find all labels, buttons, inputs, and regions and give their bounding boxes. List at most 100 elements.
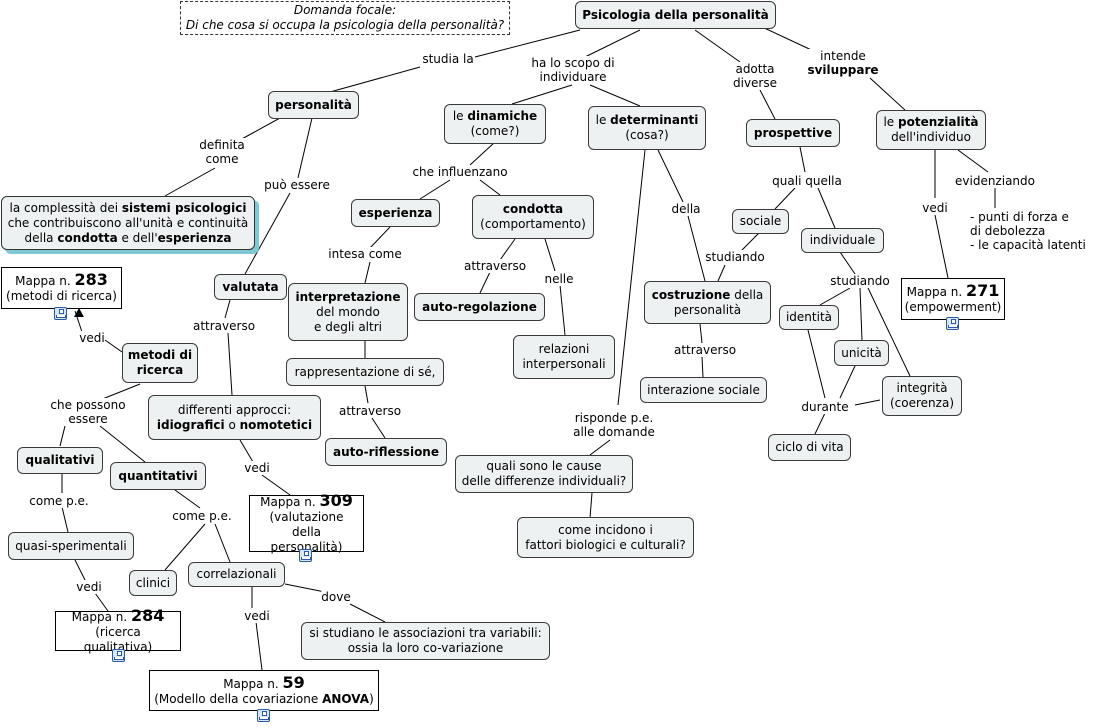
node-determinanti-sub: (cosa?) [625, 128, 669, 142]
node-clinici[interactable]: clinici [129, 570, 177, 596]
map-284[interactable]: Mappa n. 284 (ricerca qualitativa) [55, 607, 181, 654]
node-cause-l2: delle differenze individuali? [461, 474, 627, 488]
link-possono-1: che possono [50, 398, 126, 412]
node-esperienza[interactable]: esperienza [351, 199, 440, 227]
link-attraverso-4: attraverso [673, 343, 737, 357]
node-relazioni[interactable]: relazioni interpersonali [513, 335, 615, 379]
node-identita[interactable]: identità [779, 305, 839, 330]
link-durante: durante [801, 400, 849, 414]
node-associazioni[interactable]: si studiano le associazioni tra variabil… [301, 622, 550, 660]
node-ciclo-label: ciclo di vita [775, 440, 844, 454]
node-esperienza-label: esperienza [358, 205, 433, 220]
map-309-sub1: (valutazione della [269, 509, 344, 539]
node-sociale-label: sociale [739, 214, 782, 228]
node-fattori-l1: come incidono i [558, 522, 653, 537]
text-punti-l2: di debolezza [970, 224, 1046, 238]
map-309-link-icon[interactable] [299, 549, 312, 562]
map-59-sub-b: ANOVA [322, 691, 370, 706]
node-ciclo[interactable]: ciclo di vita [768, 434, 851, 461]
link-intesa: intesa come [328, 247, 402, 261]
node-relazioni-l1: relazioni [538, 342, 590, 356]
map-59-link-icon[interactable] [257, 709, 270, 722]
node-integrita[interactable]: integrità (coerenza) [882, 376, 962, 416]
node-valutata-label: valutata [222, 279, 279, 294]
link-evidenziando: evidenziando [955, 174, 1035, 188]
node-individuale-label: individuale [809, 233, 876, 247]
node-interazione[interactable]: interazione sociale [640, 377, 767, 403]
link-quali: quali quella [772, 174, 842, 188]
map-284-sub: (ricerca qualitativa) [83, 624, 153, 654]
link-scopo-2: individuare [539, 70, 607, 84]
node-relazioni-l2: interpersonali [522, 357, 606, 371]
node-condotta-sub: (comportamento) [480, 217, 586, 231]
link-puo: può essere [264, 178, 330, 192]
map-309-pre: Mappa n. [260, 494, 320, 509]
focal-question-text: Di che cosa si occupa la psicologia dell… [185, 18, 505, 32]
node-unicita[interactable]: unicità [834, 340, 889, 366]
root-node[interactable]: Psicologia della personalità [575, 1, 776, 29]
node-personalita[interactable]: personalità [268, 91, 359, 119]
link-adotta: adotta diverse [732, 62, 778, 90]
node-cause[interactable]: quali sono le cause delle differenze ind… [455, 455, 633, 493]
node-interazione-label: interazione sociale [647, 382, 760, 397]
node-sociale[interactable]: sociale [732, 209, 789, 234]
node-prospettive[interactable]: prospettive [746, 119, 840, 147]
node-condotta[interactable]: condotta (comportamento) [472, 195, 594, 239]
node-individuale[interactable]: individuale [801, 228, 884, 253]
focal-question: Domanda focale: Di che cosa si occupa la… [180, 1, 510, 35]
node-interpretazione[interactable]: interpretazione del mondo e degli altri [288, 283, 408, 341]
node-costruzione[interactable]: costruzione della personalità [644, 281, 771, 324]
map-59-pre: Mappa n. [223, 676, 283, 691]
node-correlazionali[interactable]: correlazionali [188, 562, 285, 587]
node-autoregolazione[interactable]: auto-regolazione [414, 293, 545, 321]
node-cause-l1: quali sono le cause [486, 459, 602, 473]
node-rappresentazione[interactable]: rappresentazione di sé, [286, 358, 444, 386]
node-autoriflessione-label: auto-riflessione [333, 444, 439, 459]
link-vedi-4: vedi [244, 609, 270, 623]
node-quasi[interactable]: quasi-sperimentali [8, 532, 134, 560]
link-definita-1: definita [199, 138, 245, 152]
node-potenzialita-sub: dell'individuo [891, 130, 971, 144]
map-271[interactable]: Mappa n. 271 (empowerment) [901, 278, 1005, 320]
node-autoriflessione[interactable]: auto-riflessione [325, 438, 447, 466]
link-studiando-2: studiando [830, 274, 890, 288]
link-adotta-1: adotta [735, 62, 775, 76]
map-284-link-icon[interactable] [112, 649, 125, 662]
node-dinamiche-bold: dinamiche [467, 109, 538, 123]
map-283-link-icon[interactable] [54, 307, 67, 320]
node-determinanti[interactable]: le determinanti (cosa?) [588, 106, 706, 150]
text-punti-l1: - punti di forza e [970, 210, 1069, 224]
node-rappresentazione-label: rappresentazione di sé, [294, 364, 436, 379]
node-quantitativi[interactable]: quantitativi [110, 462, 206, 490]
node-determinanti-bold: determinanti [610, 113, 699, 127]
node-fattori[interactable]: come incidono i fattori biologici e cult… [517, 517, 694, 558]
link-comepe-1: come p.e. [29, 494, 89, 508]
node-valutata[interactable]: valutata [214, 274, 287, 300]
map-283-pre: Mappa n. [15, 274, 75, 288]
link-risponde-1: risponde p.e. [574, 411, 654, 425]
link-studia: studia la [422, 52, 474, 66]
node-approcci[interactable]: differenti approcci: idiografici o nomot… [148, 395, 321, 440]
node-dinamiche-pre: le [452, 109, 468, 123]
node-associazioni-l1: si studiano le associazioni tra variabil… [309, 626, 542, 640]
node-potenzialita[interactable]: le potenzialità dell'individuo [876, 110, 986, 150]
node-quasi-label: quasi-sperimentali [15, 538, 127, 553]
root-label: Psicologia della personalità [582, 7, 769, 22]
map-283[interactable]: Mappa n. 283 (metodi di ricerca) [1, 267, 122, 309]
node-fattori-l2: fattori biologici e culturali? [525, 537, 686, 552]
text-punti: - punti di forza e di debolezza - le cap… [970, 210, 1086, 252]
map-309[interactable]: Mappa n. 309 (valutazione della personal… [249, 492, 364, 554]
map-271-link-icon[interactable] [946, 317, 959, 330]
node-definizione[interactable]: la complessità dei sistemi psicologici c… [1, 196, 255, 250]
link-intende-1: intende [820, 49, 866, 63]
link-dove: dove [321, 590, 351, 604]
map-283-num: 283 [74, 270, 108, 289]
map-59[interactable]: Mappa n. 59 (Modello della covariazione … [149, 670, 379, 711]
def-a: la complessità dei [9, 200, 122, 215]
def-f: e dell' [117, 230, 158, 245]
node-metodi[interactable]: metodi di ricerca [122, 343, 198, 383]
node-qualitativi[interactable]: qualitativi [17, 447, 103, 474]
node-dinamiche[interactable]: le dinamiche (come?) [444, 104, 546, 144]
node-integrita-l2: (coerenza) [890, 396, 954, 410]
